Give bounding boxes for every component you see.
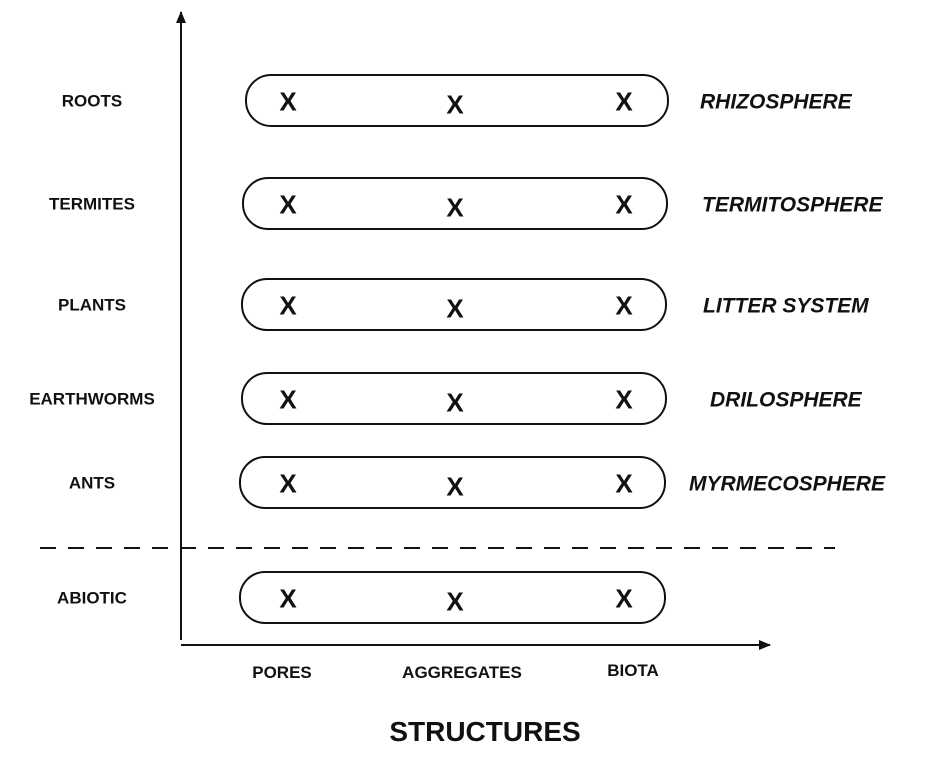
x-mark: X bbox=[279, 291, 297, 321]
sphere-label: RHIZOSPHERE bbox=[700, 91, 853, 114]
x-category-aggregates: AGGREGATES bbox=[402, 663, 522, 682]
group-label: TERMITES bbox=[49, 195, 135, 214]
x-mark: X bbox=[279, 469, 297, 499]
row-roots: ROOTS X X X RHIZOSPHERE bbox=[62, 74, 853, 127]
group-label: ABIOTIC bbox=[57, 589, 127, 608]
x-mark: X bbox=[615, 385, 633, 415]
x-mark: X bbox=[615, 291, 633, 321]
row-plants: PLANTS X X X LITTER SYSTEM bbox=[58, 278, 869, 331]
row-termites: TERMITES X X X TERMITOSPHERE bbox=[49, 177, 883, 230]
row-pill bbox=[245, 74, 669, 127]
group-label: ROOTS bbox=[62, 92, 122, 111]
x-mark: X bbox=[279, 87, 297, 117]
x-category-biota: BIOTA bbox=[607, 661, 659, 680]
x-mark: X bbox=[615, 584, 633, 614]
row-pill bbox=[239, 571, 666, 624]
row-abiotic: ABIOTIC X X X bbox=[57, 571, 666, 624]
x-mark: X bbox=[279, 385, 297, 415]
group-label: PLANTS bbox=[58, 296, 126, 315]
x-mark: X bbox=[279, 190, 297, 220]
row-ants: ANTS X X X MYRMECOSPHERE bbox=[69, 456, 886, 509]
row-pill bbox=[242, 177, 668, 230]
row-pill bbox=[241, 278, 667, 331]
x-mark: X bbox=[446, 388, 464, 418]
x-mark: X bbox=[446, 90, 464, 120]
row-pill bbox=[241, 372, 667, 425]
sphere-label: LITTER SYSTEM bbox=[703, 295, 869, 318]
sphere-label: DRILOSPHERE bbox=[710, 389, 863, 412]
sphere-label: TERMITOSPHERE bbox=[702, 194, 883, 217]
x-axis-title: STRUCTURES bbox=[389, 716, 580, 747]
row-earthworms: EARTHWORMS X X X DRILOSPHERE bbox=[29, 372, 863, 425]
x-mark: X bbox=[446, 587, 464, 617]
x-category-pores: PORES bbox=[252, 663, 312, 682]
x-mark: X bbox=[279, 584, 297, 614]
x-mark: X bbox=[446, 472, 464, 502]
group-label: ANTS bbox=[69, 474, 115, 493]
x-mark: X bbox=[446, 294, 464, 324]
sphere-label: MYRMECOSPHERE bbox=[689, 473, 886, 496]
row-pill bbox=[239, 456, 666, 509]
x-mark: X bbox=[446, 193, 464, 223]
x-mark: X bbox=[615, 87, 633, 117]
x-mark: X bbox=[615, 469, 633, 499]
x-mark: X bbox=[615, 190, 633, 220]
group-label: EARTHWORMS bbox=[29, 390, 155, 409]
